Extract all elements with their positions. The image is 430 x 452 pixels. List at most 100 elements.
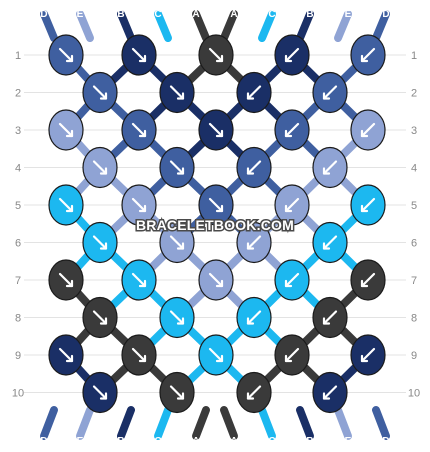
arrow-se-icon	[58, 122, 74, 138]
row-label-left: 3	[15, 125, 21, 137]
bottom-thread	[296, 406, 314, 440]
knot	[350, 109, 386, 151]
arrow-head-icon	[284, 129, 293, 138]
arrow-sw-icon	[322, 85, 338, 100]
arrow-sw-icon	[360, 197, 376, 213]
bottom-string-label: C	[154, 436, 161, 447]
knot	[159, 146, 195, 189]
knot	[312, 371, 348, 414]
top-string-label: D	[40, 9, 47, 20]
knot	[236, 71, 272, 114]
knot	[274, 259, 310, 301]
top-string-label: B	[117, 9, 124, 20]
row-label-right: 5	[411, 200, 417, 212]
arrow-se-icon	[131, 197, 147, 213]
knot	[82, 71, 118, 114]
knot	[198, 34, 234, 76]
arrow-sw-icon	[284, 122, 300, 138]
arrow-head-icon	[246, 392, 255, 400]
bottom-string-label: A	[192, 436, 199, 447]
top-thread	[117, 10, 135, 42]
row-label-left: 5	[15, 200, 21, 212]
arrow-sw-icon	[322, 235, 338, 250]
arrow-sw-icon	[284, 47, 300, 63]
row-label-right: 2	[411, 88, 417, 100]
bottom-string-label: A	[230, 436, 237, 447]
knot	[159, 371, 195, 414]
arrow-head-icon	[322, 317, 331, 325]
arrow-head-icon	[99, 317, 108, 325]
knot	[159, 71, 195, 114]
bottom-thread	[76, 406, 94, 440]
knot	[82, 146, 118, 189]
knot	[48, 109, 84, 151]
knot	[312, 146, 348, 189]
bottom-thread	[372, 406, 390, 440]
arrow-head-icon	[215, 129, 224, 138]
arrow-se-icon	[208, 122, 224, 138]
arrow-sw-icon	[322, 160, 338, 175]
arrow-head-icon	[176, 167, 185, 175]
knot	[236, 221, 272, 264]
top-thread	[296, 10, 314, 42]
arrow-head-icon	[284, 279, 293, 288]
arrow-head-icon	[215, 204, 224, 213]
arrow-head-icon	[246, 317, 255, 325]
arrow-sw-icon	[360, 122, 376, 138]
arrow-se-icon	[131, 272, 147, 288]
arrow-head-icon	[284, 204, 293, 213]
arrow-head-icon	[246, 167, 255, 175]
knot	[48, 184, 84, 226]
arrow-se-icon	[58, 272, 74, 288]
row-label-left: 4	[15, 163, 21, 175]
top-thread	[154, 10, 172, 42]
arrow-head-icon	[246, 92, 255, 100]
arrow-head-icon	[138, 354, 147, 363]
row-label-right: 8	[411, 313, 417, 325]
knot	[198, 109, 234, 151]
arrow-head-icon	[176, 242, 185, 250]
row-label-right: 6	[411, 238, 417, 250]
bottom-string-label: E	[77, 436, 84, 447]
arrow-head-icon	[138, 279, 147, 288]
top-string-label: B	[306, 9, 313, 20]
arrow-head-icon	[322, 242, 331, 250]
bottom-thread	[258, 406, 276, 440]
top-string-label: E	[77, 9, 84, 20]
arrow-se-icon	[92, 160, 108, 175]
arrow-head-icon	[360, 279, 369, 288]
top-string-label: A	[230, 9, 237, 20]
knot	[198, 334, 234, 376]
top-string-label: D	[382, 9, 389, 20]
row-label-left: 8	[15, 313, 21, 325]
arrow-sw-icon	[322, 385, 338, 400]
knot	[236, 146, 272, 189]
arrow-se-icon	[131, 122, 147, 138]
row-label-right: 7	[411, 275, 417, 287]
top-thread	[372, 10, 390, 42]
bottom-thread	[192, 406, 210, 440]
arrow-sw-icon	[246, 85, 262, 100]
knot	[312, 221, 348, 264]
arrow-se-icon	[208, 347, 224, 363]
arrow-sw-icon	[284, 197, 300, 213]
arrow-se-icon	[58, 347, 74, 363]
knot	[312, 296, 348, 339]
arrow-head-icon	[322, 167, 331, 175]
arrow-sw-icon	[284, 272, 300, 288]
arrow-se-icon	[58, 47, 74, 63]
arrow-head-icon	[65, 129, 74, 138]
top-string-label: C	[154, 9, 161, 20]
arrow-se-icon	[131, 47, 147, 63]
arrow-head-icon	[138, 54, 147, 63]
arrow-head-icon	[99, 167, 108, 175]
arrow-head-icon	[99, 242, 108, 250]
arrow-sw-icon	[284, 347, 300, 363]
arrow-head-icon	[65, 204, 74, 213]
arrow-head-icon	[99, 392, 108, 400]
arrow-head-icon	[246, 242, 255, 250]
knot	[82, 221, 118, 264]
